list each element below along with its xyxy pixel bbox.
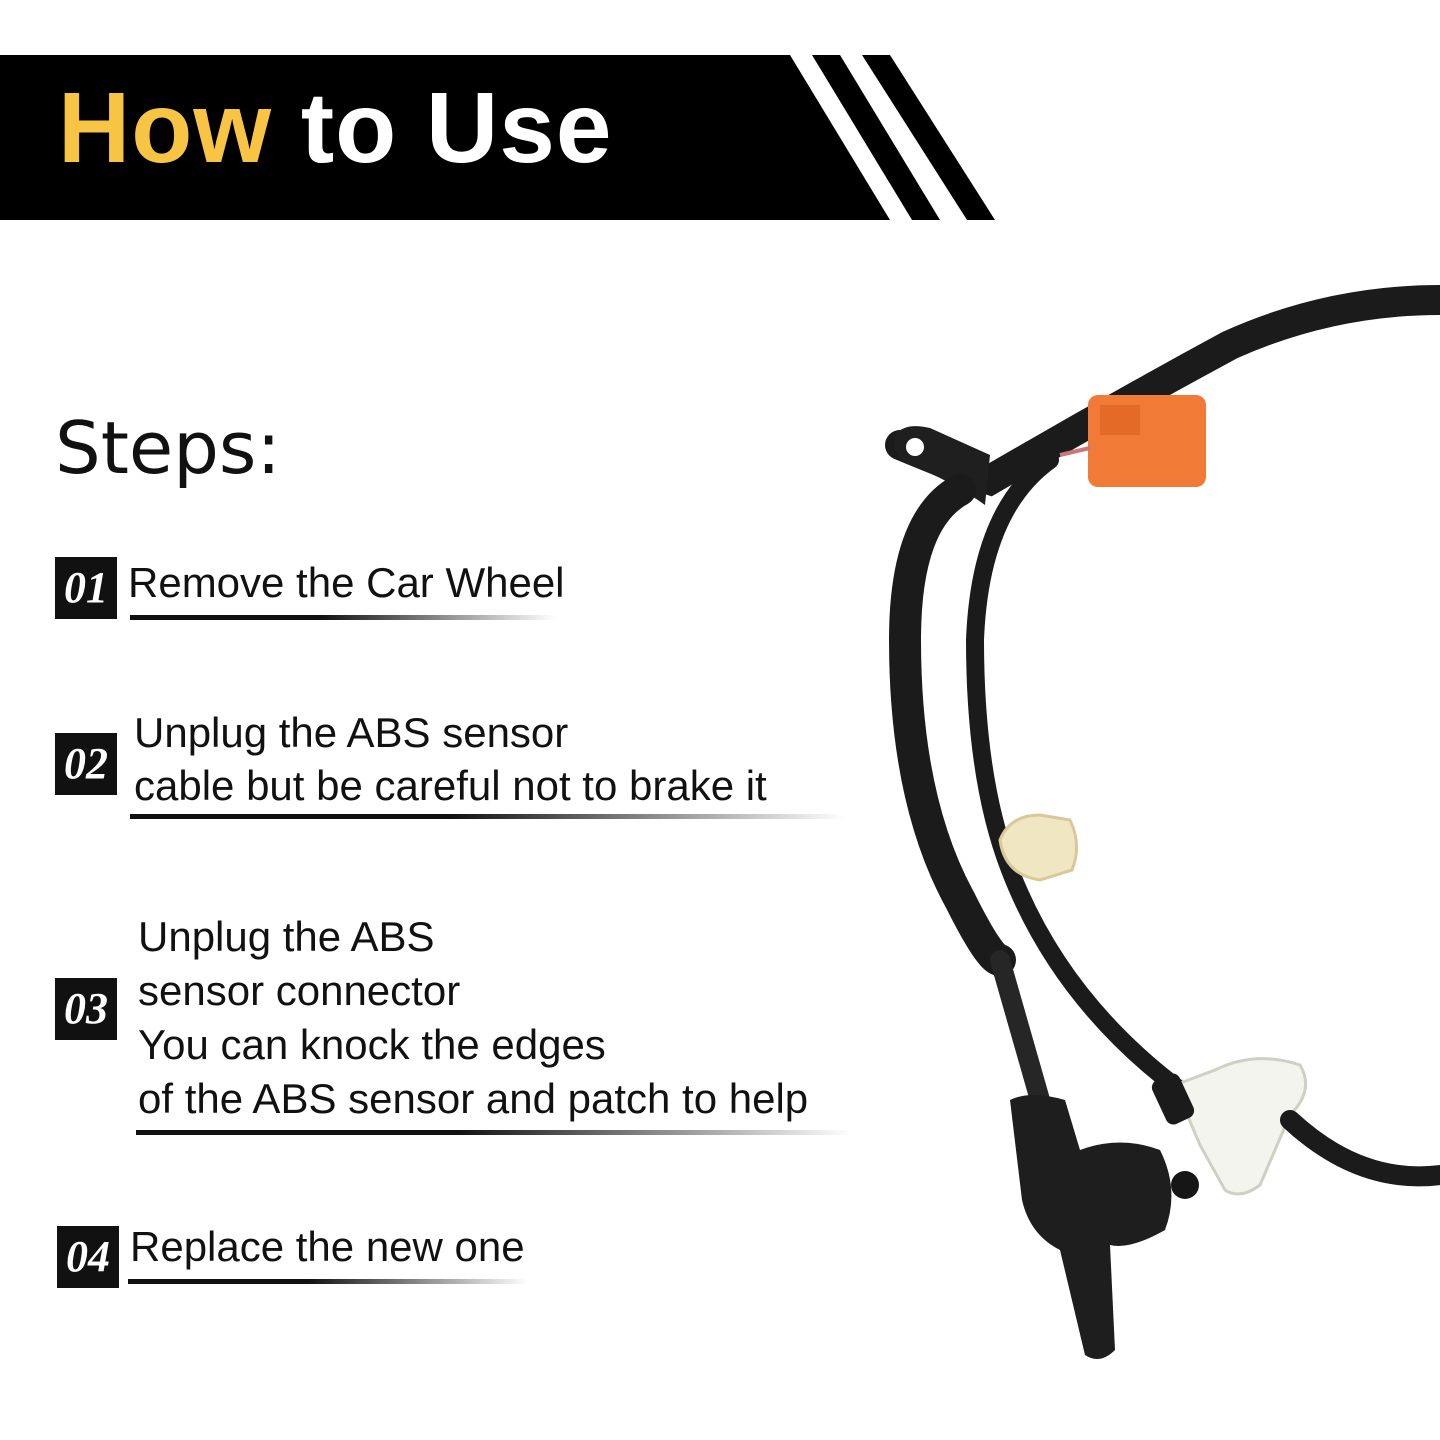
- title-rest: to Use: [272, 72, 613, 184]
- grommet-collar: [1151, 1073, 1195, 1125]
- step-text-line: Remove the Car Wheel: [128, 559, 565, 606]
- step-text-line: cable but be careful not to brake it: [134, 762, 767, 809]
- title-accent: How: [58, 72, 273, 184]
- header-banner: [0, 55, 1000, 220]
- step-number-badge: 02: [55, 733, 117, 795]
- banner-shape: [0, 55, 995, 220]
- cable-thin: [965, 451, 1189, 1099]
- cable-clip: [998, 813, 1078, 882]
- connector-latch: [1100, 405, 1140, 435]
- step-number-badge: 03: [55, 978, 117, 1040]
- cable-thick: [888, 474, 1016, 976]
- cable-exit: [1280, 1110, 1440, 1187]
- step-text-line: sensor connector: [138, 967, 461, 1014]
- step-text-line: Unplug the ABS: [138, 913, 435, 960]
- steps-heading: Steps:: [55, 406, 281, 490]
- step-underline: [130, 615, 555, 620]
- abs-sensor-cable-image: [885, 285, 1440, 1359]
- sensor-tip: [1171, 1171, 1199, 1199]
- page-title: How to Use: [58, 78, 613, 178]
- abs-sensor-body: [1010, 1095, 1172, 1359]
- step-underline: [136, 1130, 851, 1135]
- step-text-line: Replace the new one: [130, 1223, 525, 1270]
- connector-wires: [1059, 446, 1091, 457]
- cable-ribbed: [990, 950, 1050, 1110]
- bracket-hole: [906, 438, 924, 456]
- step-underline: [128, 1279, 528, 1284]
- step-text-line: You can knock the edges: [138, 1021, 606, 1068]
- step-text-line: Unplug the ABS sensor: [134, 709, 569, 756]
- step-text-line: of the ABS sensor and patch to help: [138, 1075, 809, 1122]
- step-underline: [130, 814, 845, 819]
- step-number-badge: 01: [55, 557, 117, 619]
- step-number-badge: 04: [57, 1226, 119, 1288]
